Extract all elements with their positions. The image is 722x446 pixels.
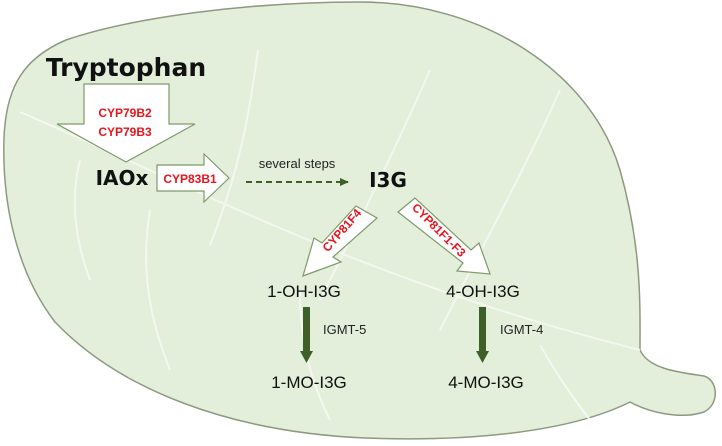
enzyme-cyp79b3: CYP79B3 bbox=[98, 125, 152, 139]
enzyme-cyp79b2: CYP79B2 bbox=[98, 106, 152, 120]
edge-label-several-steps: several steps bbox=[259, 156, 336, 171]
arrow-iaox-cyp83b1 bbox=[156, 152, 230, 204]
node-4-oh-i3g: 4-OH-I3G bbox=[446, 282, 520, 301]
node-1-mo-i3g: 1-MO-I3G bbox=[271, 373, 347, 392]
enzyme-igmt-5: IGMT-5 bbox=[323, 322, 366, 337]
node-i3g: I3G bbox=[369, 168, 407, 192]
node-1-oh-i3g: 1-OH-I3G bbox=[267, 282, 341, 301]
node-4-mo-i3g: 4-MO-I3G bbox=[448, 373, 524, 392]
enzyme-igmt-4: IGMT-4 bbox=[500, 322, 543, 337]
arrow-i3g-to-4oh bbox=[397, 197, 491, 275]
leaf-veins bbox=[19, 49, 641, 421]
node-tryptophan: Tryptophan bbox=[46, 53, 206, 82]
arrow-4oh-to-4mo bbox=[476, 307, 489, 363]
arrow-1oh-to-1mo bbox=[300, 307, 313, 363]
enzyme-cyp83b1: CYP83B1 bbox=[163, 172, 217, 186]
arrow-i3g-to-1oh bbox=[302, 205, 379, 277]
arrow-tryptophan-to-iaox bbox=[56, 83, 196, 163]
node-iaox: IAOx bbox=[96, 166, 149, 190]
